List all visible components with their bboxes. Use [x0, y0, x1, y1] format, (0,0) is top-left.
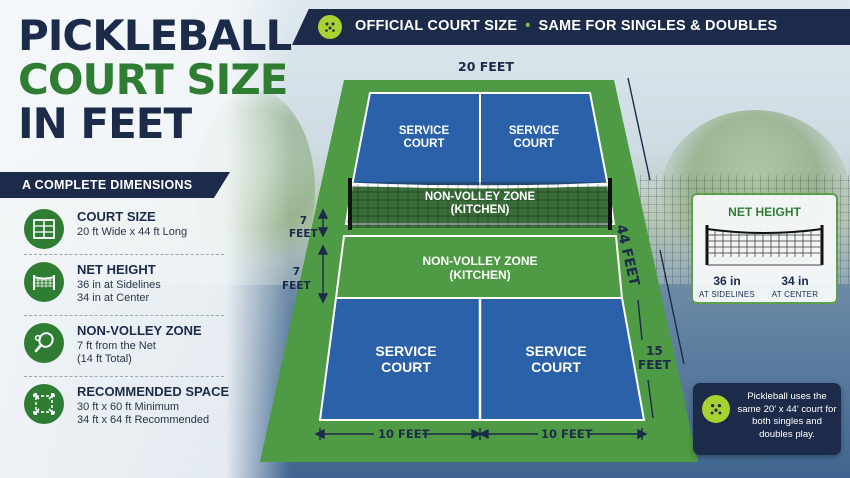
kitchen-depth-bottom-label: 7 FEET: [282, 266, 311, 292]
kitchen-label-near: NON-VOLLEY ZONE (KITCHEN): [422, 254, 538, 282]
net-graphic: [348, 178, 612, 230]
near-service-area: [318, 297, 646, 421]
feature-heading: NON-VOLLEY ZONE: [77, 323, 202, 338]
page-title: PICKLEBALL COURT SIZE IN FEET: [18, 11, 292, 148]
banner-right-text: SAME FOR SINGLES & DOUBLES: [538, 18, 778, 34]
service-court-label-near-right: SERVICE COURT: [525, 343, 587, 376]
half-width-left-label: 10 FEET: [378, 427, 430, 441]
net-center-value: 34 in: [781, 274, 809, 288]
subtitle-ribbon: A COMPLETE DIMENSIONS GUIDE: [0, 172, 230, 198]
service-court-label-far-left: SERVICE COURT: [398, 125, 450, 151]
dimension-arrows: [314, 78, 685, 440]
divider: [24, 376, 224, 377]
space-icon: [24, 384, 64, 424]
net-height-panel: NET HEIGHT 36 in AT SIDELINES 34 in AT C…: [691, 193, 838, 304]
feature-detail: 7 ft from the Net (14 ft Total): [77, 340, 156, 365]
service-depth-label: 15 FEET: [638, 344, 671, 373]
net-diagram-icon: [705, 225, 824, 266]
feature-recommended-space: RECOMMENDED SPACE 30 ft x 60 ft Minimum …: [24, 384, 254, 432]
top-banner: [292, 9, 850, 45]
court-diagram: 20 FEET 44 FEET 7 FEET 7 FEET 15 FEET 10…: [258, 59, 700, 464]
feature-non-volley-zone: NON-VOLLEY ZONE 7 ft from the Net (14 ft…: [24, 323, 254, 371]
feature-detail: 36 in at Sidelines 34 in at Center: [77, 279, 161, 304]
title-line-1: PICKLEBALL: [18, 11, 292, 60]
service-court-label-near-left: SERVICE COURT: [375, 343, 437, 376]
net-icon: [24, 262, 64, 302]
feature-heading: RECOMMENDED SPACE: [77, 384, 230, 399]
title-line-3: IN FEET: [18, 99, 192, 148]
net-height-title: NET HEIGHT: [728, 205, 801, 219]
court-icon: [24, 209, 64, 249]
net-center-label: AT CENTER: [771, 290, 819, 299]
net-sideline-value: 36 in: [713, 274, 741, 288]
court-width-label: 20 FEET: [458, 59, 514, 74]
feature-detail: 30 ft x 60 ft Minimum 34 ft x 64 ft Reco…: [77, 401, 210, 426]
kitchen-depth-top-label: 7 FEET: [289, 215, 318, 241]
net-sideline-label: AT SIDELINES: [699, 290, 755, 299]
divider: [24, 315, 224, 316]
service-court-label-far-right: SERVICE COURT: [508, 125, 560, 151]
kitchen-label-far: NON-VOLLEY ZONE (KITCHEN): [424, 191, 536, 217]
feature-heading: NET HEIGHT: [77, 262, 156, 277]
half-width-right-label: 10 FEET: [541, 427, 593, 441]
divider: [24, 254, 224, 255]
banner-separator: •: [525, 18, 531, 34]
paddle-icon: [24, 323, 64, 363]
court-graphic: [260, 78, 698, 462]
feature-net-height: NET HEIGHT 36 in at Sidelines 34 in at C…: [24, 262, 254, 310]
info-card: Pickleball uses the same 20' x 44' court…: [693, 383, 841, 455]
banner-left-text: OFFICIAL COURT SIZE: [355, 18, 518, 34]
feature-heading: COURT SIZE: [77, 209, 156, 224]
banner-text: OFFICIAL COURT SIZE • SAME FOR SINGLES & D…: [355, 18, 777, 34]
feature-detail: 20 ft Wide x 44 ft Long: [77, 226, 188, 238]
feature-court-size: COURT SIZE 20 ft Wide x 44 ft Long: [24, 209, 254, 257]
info-card-text: Pickleball uses the same 20' x 44' court…: [737, 391, 837, 440]
pickleball-icon: [318, 15, 342, 39]
title-line-2: COURT SIZE: [18, 55, 288, 104]
pickleball-icon: [702, 395, 730, 423]
